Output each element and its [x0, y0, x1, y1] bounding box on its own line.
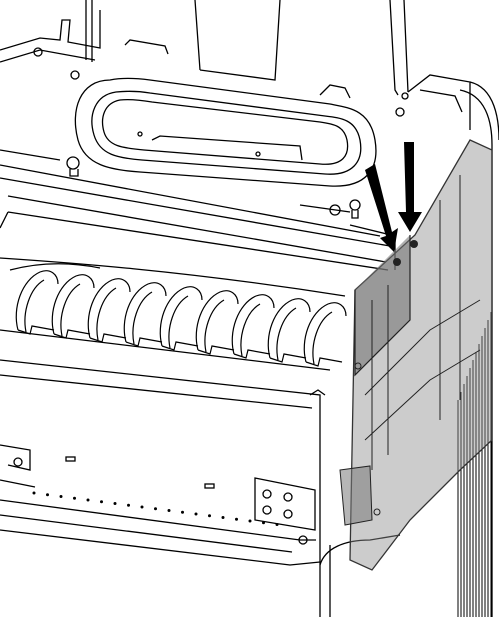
front-panel	[0, 359, 326, 566]
vent-hole	[221, 516, 225, 519]
fan-blade	[87, 278, 131, 343]
fan-blade	[231, 294, 275, 359]
vent-holes	[32, 491, 279, 526]
vent-hole	[194, 512, 198, 516]
vent-hole	[59, 495, 63, 498]
vent-hole	[181, 510, 184, 514]
vent-hole	[248, 519, 252, 523]
vent-hole	[208, 514, 211, 518]
vent-hole	[100, 500, 103, 504]
fan-blade	[303, 302, 347, 367]
handle-ring	[66, 77, 377, 219]
vent-hole	[154, 507, 157, 511]
cabinet-side	[319, 81, 499, 617]
rear-frame	[0, 0, 471, 130]
insert-arrow-right	[398, 142, 422, 232]
vent-hole	[86, 498, 90, 502]
vent-hole	[140, 505, 144, 509]
side-panel	[339, 139, 493, 571]
vent-hole	[73, 496, 76, 500]
vent-hole	[167, 509, 171, 512]
vent-hole	[46, 493, 49, 497]
fan-blade	[159, 286, 203, 351]
vent-hole	[275, 523, 279, 526]
fan-blade	[51, 274, 95, 339]
fan-blade	[195, 290, 239, 355]
vent-hole	[32, 491, 36, 495]
vent-hole	[262, 521, 265, 525]
vent-hole	[113, 502, 117, 505]
fan-assembly	[0, 257, 347, 371]
top-cover	[0, 149, 396, 271]
vent-hole	[235, 517, 238, 521]
insert-arrow-left	[365, 164, 398, 252]
fan-blade	[123, 282, 167, 347]
side-louvers	[457, 312, 492, 617]
vent-hole	[127, 503, 130, 507]
fan-blade	[267, 298, 311, 363]
fan-blade	[15, 270, 59, 335]
